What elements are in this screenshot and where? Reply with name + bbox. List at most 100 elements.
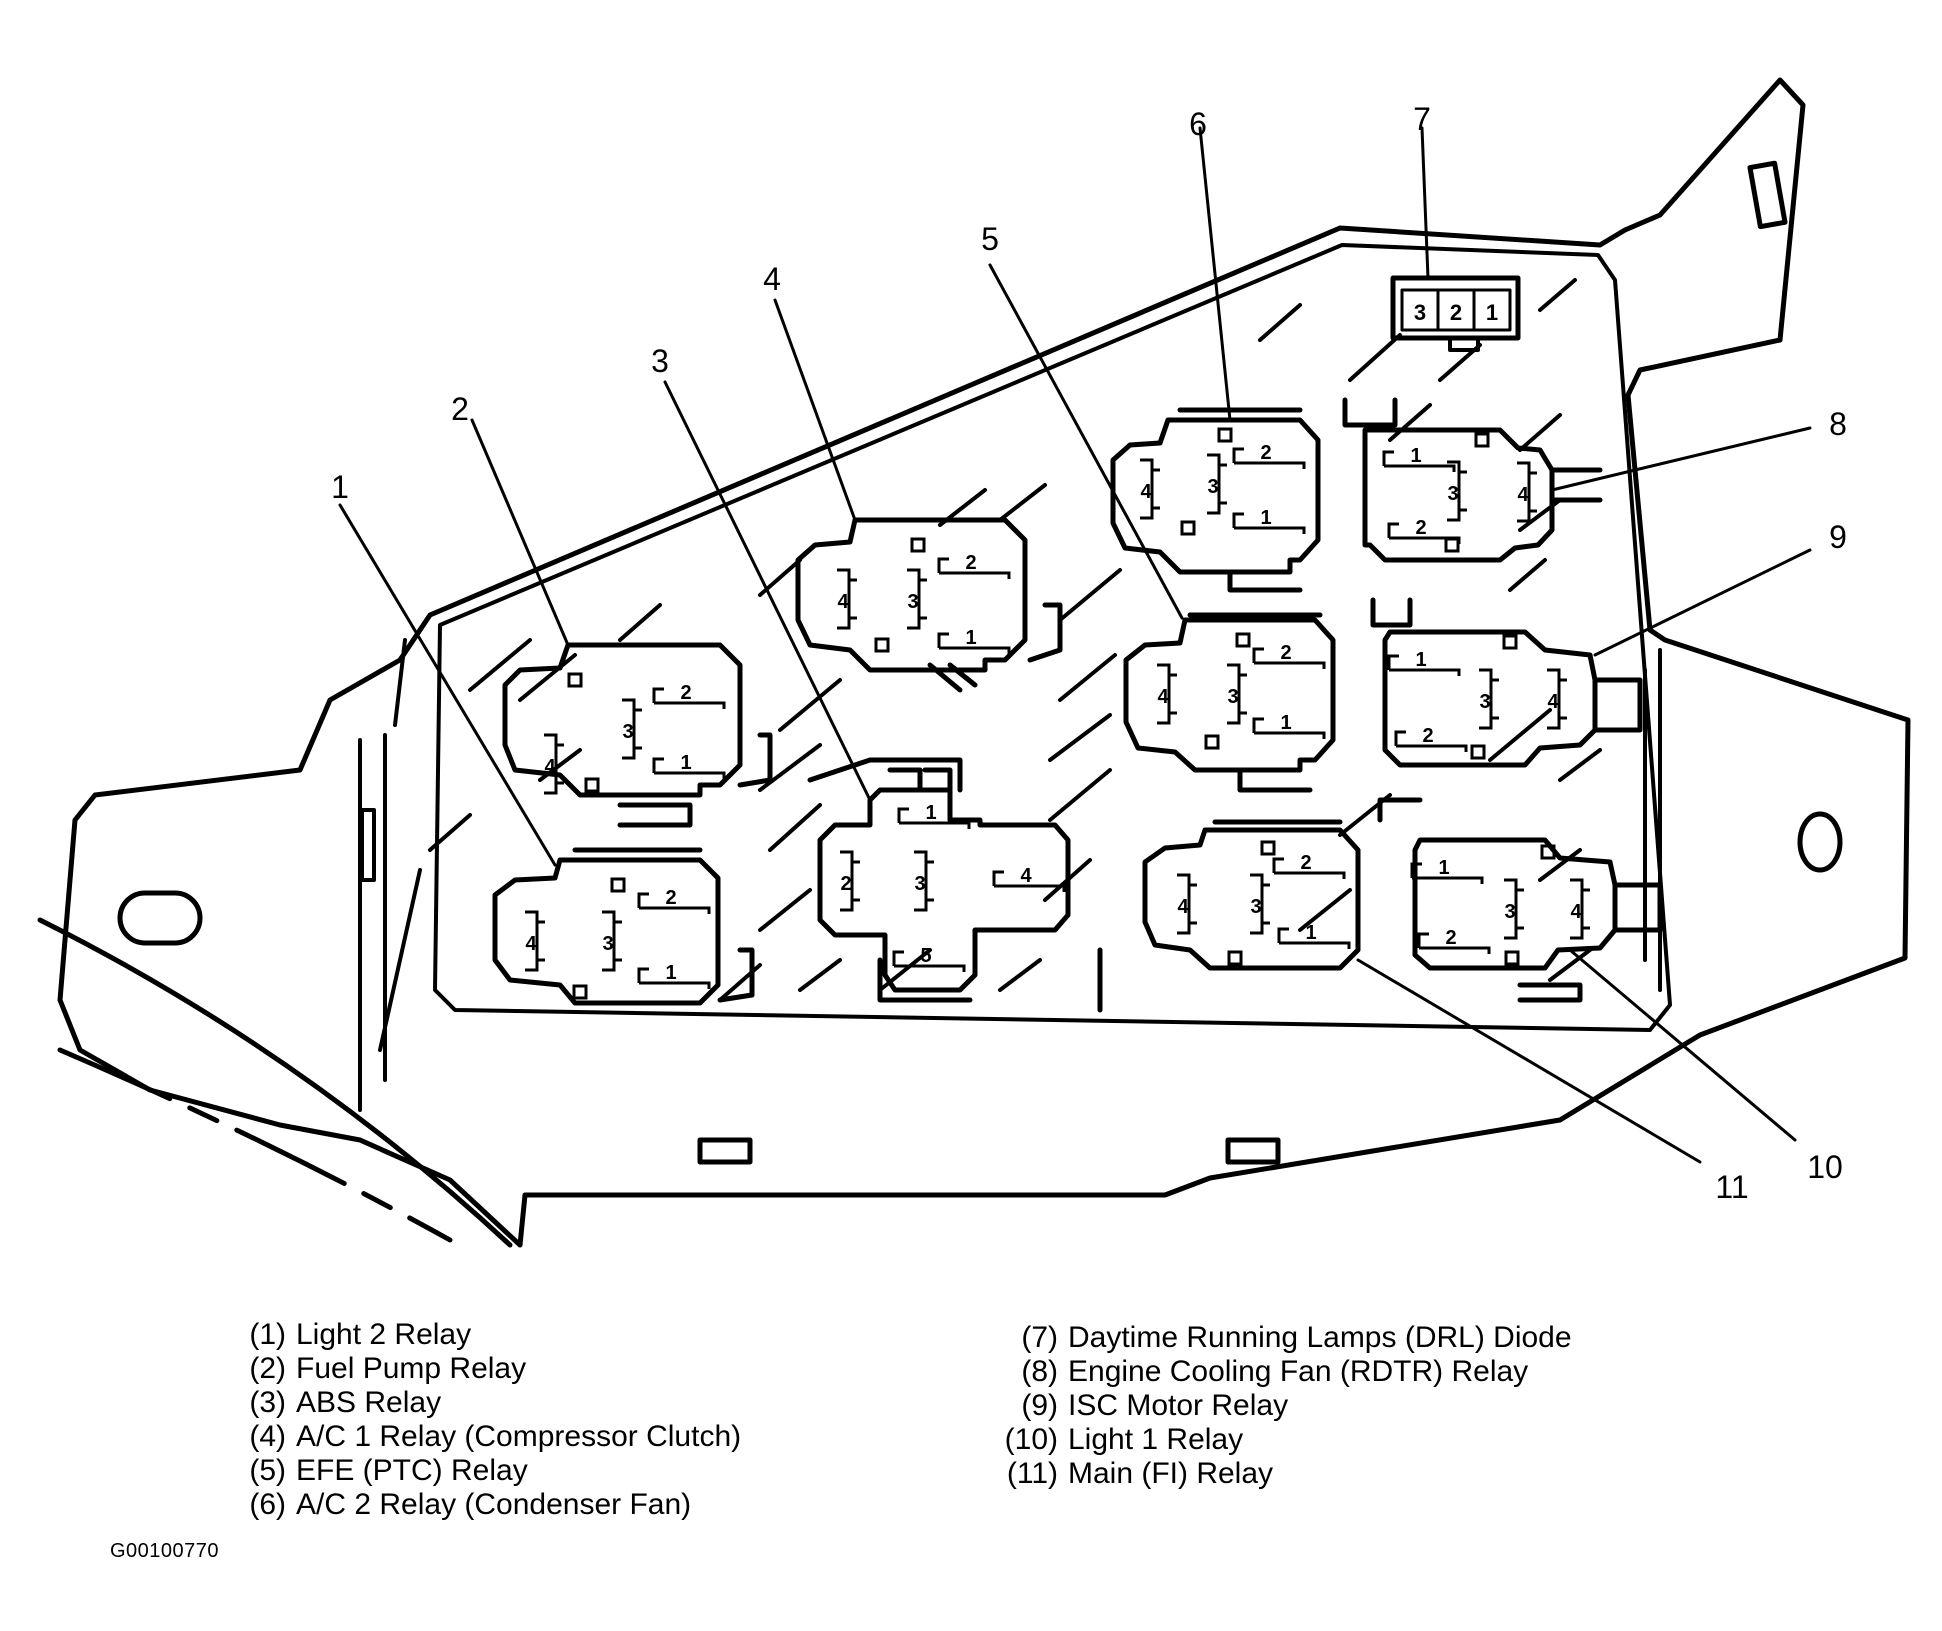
- housing-outline: [57, 77, 1911, 1248]
- terminal-t4: 4: [1570, 878, 1590, 940]
- terminal-number: 2: [1445, 927, 1456, 949]
- terminal-number: 2: [1280, 642, 1291, 664]
- terminal-number: 4: [1177, 896, 1189, 918]
- terminal-number: 1: [1410, 445, 1421, 467]
- mounting-hole-left: [117, 890, 203, 946]
- terminal-t2: 2: [1417, 927, 1491, 954]
- pin-marker: [1204, 734, 1220, 750]
- terminal-t3: 3: [1447, 460, 1467, 522]
- terminal-t4: 4: [1517, 461, 1537, 523]
- terminal-number: 2: [965, 552, 976, 574]
- terminal-number: 2: [680, 682, 691, 704]
- terminal-number: 4: [1547, 691, 1559, 713]
- terminal-number: 1: [1305, 922, 1316, 944]
- pin-marker: [1540, 844, 1556, 860]
- terminal-number: 3: [1479, 691, 1490, 713]
- terminal-t4: 4: [837, 568, 857, 630]
- legend-item: (2)Fuel Pump Relay: [249, 1352, 527, 1385]
- pin-marker: [1444, 537, 1460, 553]
- callout-9: 9: [1829, 519, 1847, 555]
- callout-3: 3: [651, 343, 669, 379]
- terminal-t2: 2: [637, 887, 711, 914]
- terminal-number: 4: [1157, 686, 1169, 708]
- terminal-number: 1: [1260, 507, 1271, 529]
- pin-marker: [584, 777, 600, 793]
- terminal-number: 4: [837, 591, 849, 613]
- legend-right: (7)Daytime Running Lamps (DRL) Diode (8)…: [980, 1321, 1572, 1491]
- terminal-number: 1: [680, 752, 691, 774]
- figure-id: G00100770: [110, 1540, 220, 1562]
- terminal-t3: 3: [602, 910, 622, 972]
- terminal-number: 3: [907, 591, 918, 613]
- legend-item: (11)Main (FI) Relay: [1006, 1457, 1274, 1490]
- terminal-t4: 4: [544, 733, 564, 795]
- terminal-t1: 1: [1277, 922, 1351, 949]
- mounting-hole-right: [1797, 811, 1843, 873]
- relay-socket-6: [1110, 407, 1321, 593]
- terminal-number: 4: [1140, 481, 1152, 503]
- terminal-number: 1: [925, 802, 936, 824]
- pin-marker: [567, 672, 583, 688]
- terminal-t1: 1: [1232, 507, 1306, 534]
- terminal-t4: 4: [1140, 458, 1160, 520]
- diode-pin-label: 2: [1450, 300, 1462, 325]
- legend-item: (3)ABS Relay: [249, 1386, 442, 1419]
- pin-marker: [910, 537, 926, 553]
- left-wall-slot: [360, 808, 376, 882]
- pin-marker: [1260, 840, 1276, 856]
- terminal-t3: 3: [914, 850, 934, 912]
- terminal-number: 3: [1447, 483, 1458, 505]
- terminal-t2: 2: [1232, 442, 1306, 469]
- legend-item: (8)Engine Cooling Fan (RDTR) Relay: [1021, 1355, 1529, 1388]
- terminal-t2: 2: [840, 850, 860, 912]
- legend-item: (6)A/C 2 Relay (Condenser Fan): [249, 1488, 692, 1521]
- legend-item: (9)ISC Motor Relay: [1021, 1389, 1289, 1422]
- terminal-number: 3: [1207, 476, 1218, 498]
- terminal-number: 2: [1260, 442, 1271, 464]
- callout-10: 10: [1807, 1149, 1843, 1185]
- terminal-t1: 1: [1252, 712, 1326, 739]
- terminal-number: 1: [1280, 712, 1291, 734]
- relay-socket-2: [502, 642, 773, 828]
- dashboard-curve-dashed: [57, 1047, 453, 1243]
- terminal-number: 3: [914, 873, 925, 895]
- terminal-t1: 1: [1387, 649, 1461, 676]
- legend-left: (1)Light 2 Relay (2)Fuel Pump Relay (3)A…: [228, 1318, 741, 1522]
- top-tab-slot: [1747, 160, 1788, 230]
- bottom-slot: [1225, 1137, 1281, 1165]
- relay-socket-1: [492, 847, 755, 1006]
- terminal-t1: 1: [1382, 445, 1456, 472]
- pin-marker: [1217, 427, 1233, 443]
- relay-socket-9: [1370, 597, 1643, 768]
- terminal-t2: 2: [1394, 725, 1468, 752]
- terminal-t4: 4: [1157, 663, 1177, 725]
- terminal-number: 1: [665, 962, 676, 984]
- callout-11: 11: [1715, 1169, 1748, 1205]
- terminal-t4: 4: [525, 910, 545, 972]
- pin-marker: [1504, 950, 1520, 966]
- terminal-t3: 3: [1504, 878, 1524, 940]
- terminal-t5: 5: [892, 945, 966, 972]
- terminal-t1: 1: [937, 627, 1011, 654]
- terminal-number: 4: [544, 756, 556, 778]
- callout-5: 5: [981, 221, 999, 257]
- terminal-number: 1: [1438, 857, 1449, 879]
- terminal-number: 4: [1570, 901, 1582, 923]
- legend-item: (7)Daytime Running Lamps (DRL) Diode: [1021, 1321, 1572, 1354]
- pin-marker: [874, 637, 890, 653]
- terminal-number: 3: [622, 721, 633, 743]
- terminal-t4: 4: [1547, 668, 1567, 730]
- terminal-number: 2: [1422, 725, 1433, 747]
- terminal-t2: 2: [937, 552, 1011, 579]
- terminal-t3: 3: [622, 698, 642, 760]
- terminal-t3: 3: [1479, 668, 1499, 730]
- pin-marker: [572, 984, 588, 1000]
- terminal-t3: 3: [1227, 663, 1247, 725]
- terminal-t2: 2: [652, 682, 726, 709]
- callout-7: 7: [1413, 101, 1431, 137]
- legend-item: (1)Light 2 Relay: [249, 1318, 472, 1351]
- terminal-number: 2: [665, 887, 676, 909]
- terminal-number: 3: [1250, 896, 1261, 918]
- pin-marker: [1227, 950, 1243, 966]
